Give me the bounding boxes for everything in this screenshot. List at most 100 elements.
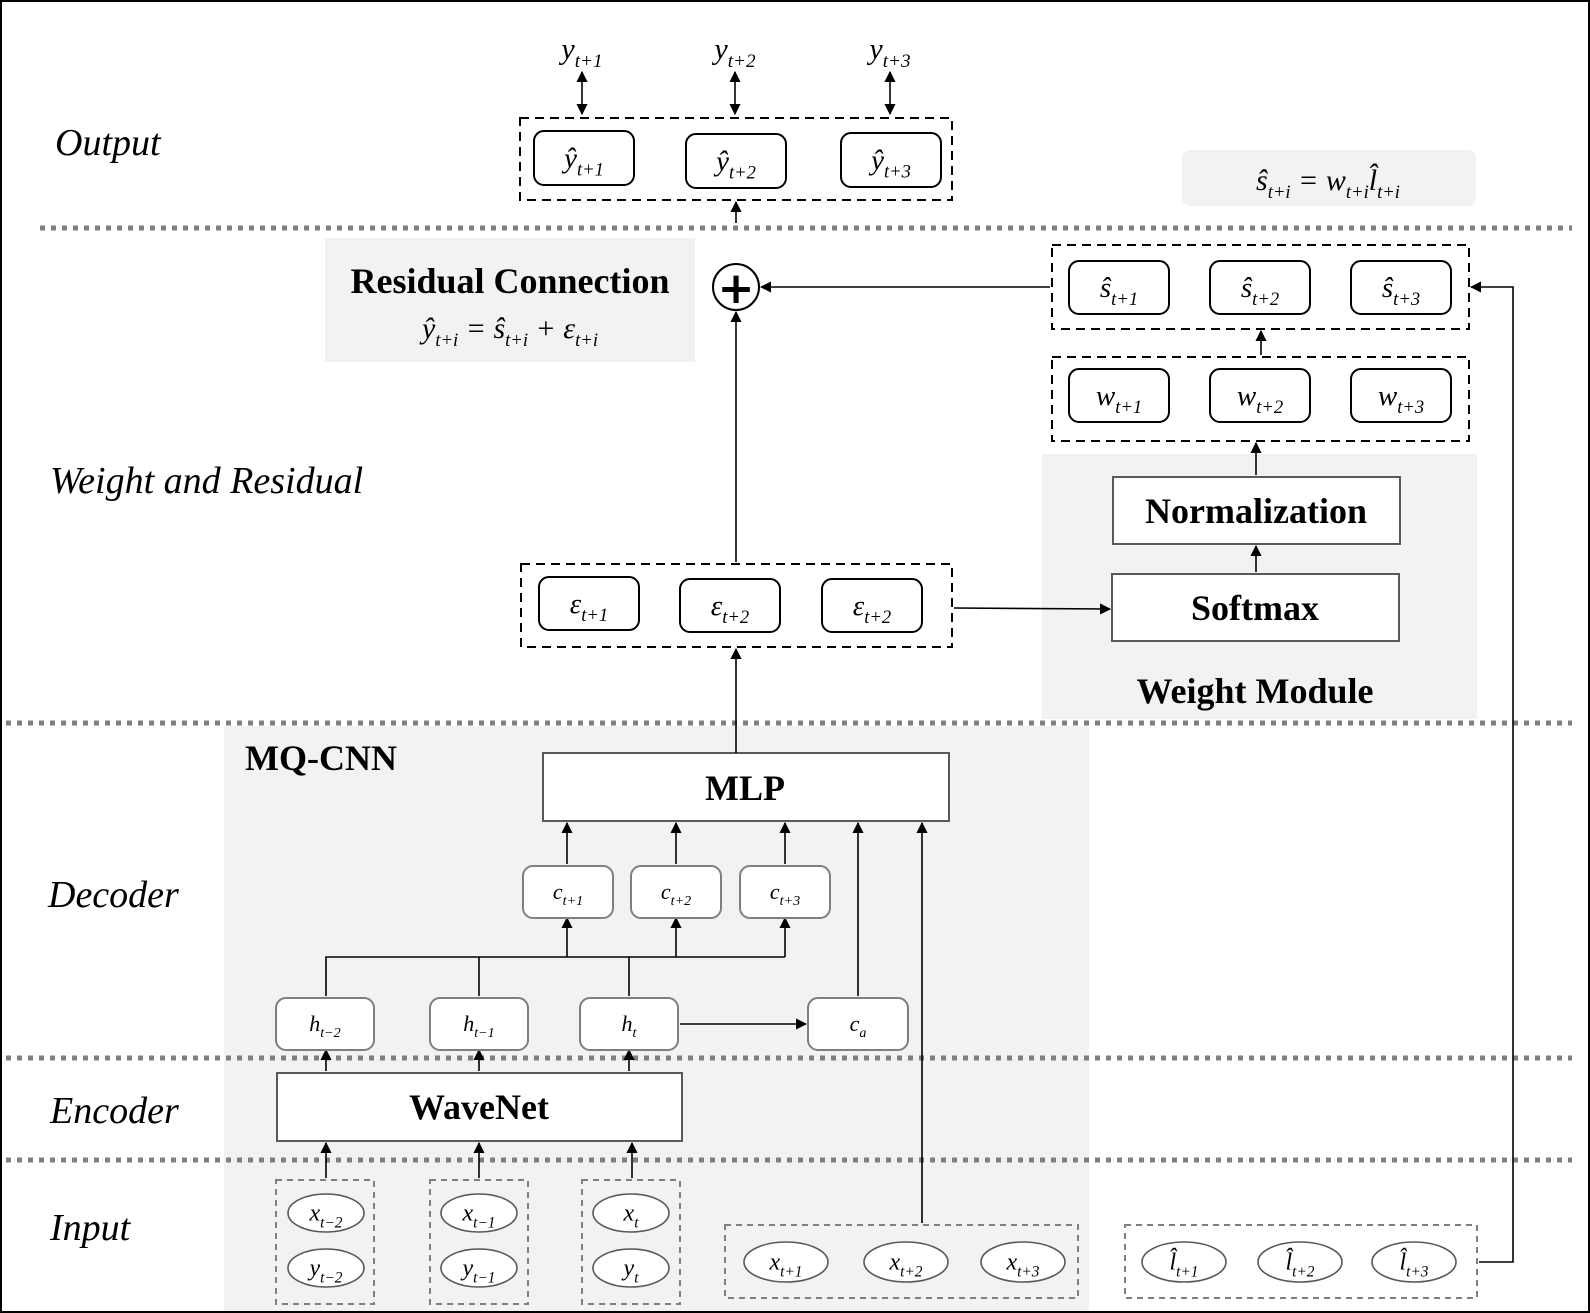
future-x-3-box xyxy=(980,1241,1066,1283)
normalization-label: Normalization xyxy=(1145,491,1367,531)
future-l-2: l̂t+2 xyxy=(1257,1241,1343,1283)
output-group xyxy=(519,117,953,201)
output-yhat-1-box xyxy=(533,130,635,186)
future-l-3-box xyxy=(1371,1241,1457,1283)
context-c-1-box xyxy=(522,865,614,919)
target-y-3-label-sub: t+3 xyxy=(883,51,911,72)
scaled-s-3-label-sub: t+3 xyxy=(1393,289,1420,310)
future-x-1-box xyxy=(743,1241,829,1283)
output-yhat-2-label-base: ŷ xyxy=(713,145,729,177)
scaled-s-1: ŝt+1 xyxy=(1068,260,1170,315)
weights-group xyxy=(1051,356,1470,442)
input-y-2-label-base: y xyxy=(461,1256,474,1282)
residual-eps-2: εt+2 xyxy=(679,578,781,633)
input-y-3-label-base: y xyxy=(622,1256,635,1282)
input-group-1 xyxy=(275,1179,375,1305)
future-x-3-label: xt+3 xyxy=(1006,1250,1040,1281)
input-x-3-label: xt xyxy=(623,1201,640,1232)
input-x-3-box xyxy=(592,1193,670,1233)
weight-w-1-label-sub: t+1 xyxy=(1115,397,1142,418)
softmax-label: Softmax xyxy=(1191,588,1319,628)
weight-w-3-label-base: w xyxy=(1378,380,1398,412)
scaled-group xyxy=(1051,244,1470,330)
hidden-h-1-label: ht−2 xyxy=(309,1011,340,1041)
residual-eps-2-label-base: ε xyxy=(711,590,723,622)
row-label-decoder: Decoder xyxy=(47,874,179,916)
future-x-2-label-sub: t+2 xyxy=(900,1263,923,1280)
scaled-s-3-label-base: ŝ xyxy=(1382,272,1394,304)
weight-w-3-label: wt+3 xyxy=(1378,380,1424,418)
hidden-bus xyxy=(325,956,785,996)
mlp-block xyxy=(542,752,950,822)
weight-w-1-label-base: w xyxy=(1096,380,1116,412)
input-y-2-label-sub: t−1 xyxy=(473,1269,495,1286)
future-l-3-label-sub: t+3 xyxy=(1406,1263,1429,1280)
context-c-1-label: ct+1 xyxy=(553,879,583,909)
scaled-s-2-box xyxy=(1209,260,1311,315)
scaled-s-3: ŝt+3 xyxy=(1350,260,1452,315)
future-l-2-label-base: l̂ xyxy=(1286,1248,1294,1276)
output-yhat-3-box xyxy=(840,132,942,188)
context-ca-label: ca xyxy=(850,1011,867,1041)
future-x-1-label: xt+1 xyxy=(769,1250,803,1281)
future-l-1-label-base: l̂ xyxy=(1170,1248,1178,1276)
future-x-2-label: xt+2 xyxy=(889,1250,923,1281)
future-l-3-label: l̂t+3 xyxy=(1400,1248,1429,1281)
input-y-1-label: yt−2 xyxy=(308,1256,343,1287)
future-x-1-label-base: x xyxy=(769,1250,781,1276)
input-x-3-label-sub: t xyxy=(634,1214,639,1231)
input-y-2-box xyxy=(440,1248,518,1288)
target-y-2-label-sub: t+2 xyxy=(728,51,756,72)
target-y-1-label-sub: t+1 xyxy=(575,51,603,72)
output-yhat-3-label-base: ŷ xyxy=(868,144,884,176)
target-y-3-label-base: y xyxy=(866,33,883,66)
weight-w-3-box xyxy=(1350,368,1452,423)
output-yhat-1-label: ŷt+1 xyxy=(561,142,604,180)
target-y-3: yt+3 xyxy=(866,33,910,72)
output-yhat-2: ŷt+2 xyxy=(685,133,787,189)
scaled-s-2-label-base: ŝ xyxy=(1241,272,1253,304)
hidden-h-2-label-sub: t−1 xyxy=(474,1025,494,1041)
residual-eps-3-label: εt+2 xyxy=(853,590,891,628)
hidden-h-3: ht xyxy=(579,997,679,1051)
context-c-1: ct+1 xyxy=(522,865,614,919)
residual-eps-1-label: εt+1 xyxy=(570,588,608,626)
target-y-2: yt+2 xyxy=(711,33,756,72)
arrow-residuals-to-softmax xyxy=(953,603,1112,615)
future-l-3: l̂t+3 xyxy=(1371,1241,1457,1283)
hidden-h-3-label-sub: t xyxy=(633,1025,638,1041)
dashed-groups xyxy=(519,117,1470,648)
residual-connection-panel xyxy=(325,238,695,362)
future-l-2-label: l̂t+2 xyxy=(1286,1248,1315,1281)
input-y-2-label: yt−1 xyxy=(461,1256,496,1287)
context-c-2-box xyxy=(630,865,722,919)
sum-node xyxy=(712,263,760,311)
hidden-h-2-label-base: h xyxy=(463,1011,474,1036)
target-y-1-label-base: y xyxy=(558,33,575,66)
residual-eps-1: εt+1 xyxy=(538,576,640,631)
input-x-1-label-base: x xyxy=(309,1201,321,1227)
context-c-3-label-base: c xyxy=(770,879,780,904)
input-groups xyxy=(275,1179,1478,1305)
output-yhat-3-label-sub: t+3 xyxy=(884,161,911,182)
target-y-3-label: yt+3 xyxy=(866,33,910,72)
context-c-3-label-sub: t+3 xyxy=(780,893,800,909)
future-x-2-box xyxy=(863,1241,949,1283)
residual-eps-3-label-base: ε xyxy=(853,590,865,622)
residual-eps-1-box xyxy=(538,576,640,631)
context-ca-label-base: c xyxy=(850,1011,860,1036)
scaled-s-1-label: ŝt+1 xyxy=(1100,272,1138,310)
future-l-1-box xyxy=(1141,1241,1227,1283)
future-l-group xyxy=(1124,1224,1478,1299)
connectors xyxy=(320,200,1514,1263)
context-ca-label-sub: a xyxy=(859,1025,866,1041)
input-x-3-label-base: x xyxy=(623,1201,635,1227)
input-y-3: yt xyxy=(592,1248,670,1288)
weight-w-2-label-sub: t+2 xyxy=(1256,397,1283,418)
input-y-2: yt−1 xyxy=(440,1248,518,1288)
input-x-2-label: xt−1 xyxy=(462,1201,496,1232)
output-yhat-1-label-sub: t+1 xyxy=(577,159,604,180)
weight-w-2-box xyxy=(1209,368,1311,423)
